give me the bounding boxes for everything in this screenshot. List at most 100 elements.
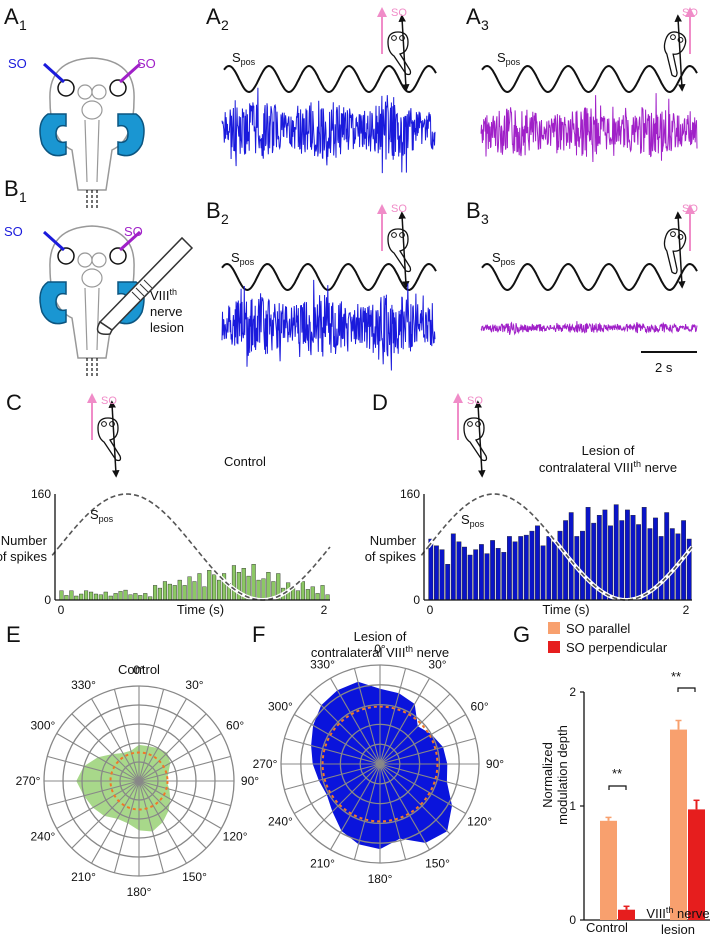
panel-letter-d: D [372,390,388,415]
polar-spoke [294,714,381,765]
orientation-icon-a2 [377,7,412,92]
tail-cut [86,358,98,378]
polar-spoke [138,780,231,807]
tadpole-icon-eye [101,421,107,427]
histogram-bar [428,538,434,601]
polar-angle-label: 150° [182,870,207,884]
histogram-bar [473,549,479,601]
significance-bracket-control [608,785,627,790]
stimulus-trace-a2 [223,64,437,94]
histogram-bar [456,541,462,601]
g-y-tick-label: 0 [569,913,576,927]
histogram-bar [207,570,212,601]
histogram-bar [197,573,202,601]
polar-angle-label: 90° [486,757,504,771]
lesion-label-line1: VIIIth [150,287,177,303]
polar-angle-label: 330° [310,657,335,671]
g-category-lesion-line1: VIIIth nerve [646,905,709,921]
histogram-bar [236,572,241,601]
y-tick-min: 0 [413,593,420,607]
histogram-bar [546,536,552,601]
g-ylabel-line1: Normalized [540,742,555,808]
so-label-right-b1: SO [124,224,143,239]
g-bar [670,729,687,920]
so-electrode-right [118,62,142,84]
histogram-bar [664,512,670,601]
inner-ear-left [39,113,67,157]
spos-curve-lead [420,546,429,556]
panel-letter-b3: B [466,198,481,223]
polar-spoke [284,737,381,765]
polar-angle-label: 30° [185,678,203,692]
histogram-title-c: Control [224,454,266,469]
polar-angle-label: 180° [368,872,393,886]
histogram-bar [557,530,563,601]
spos-label-b3: Spos [492,250,516,267]
panel-letter-f: F [252,622,265,647]
spos-label-b2: Spos [231,250,255,267]
polar-spoke [379,668,407,765]
histogram-bar [217,579,222,601]
tadpole-icon-eye [391,35,397,41]
so-label-b3: SO [682,203,698,215]
polar-angle-label: 300° [268,700,293,714]
panel-a1: A 1 SO SO [4,4,156,210]
so-label-left-a1: SO [8,56,27,71]
polar-mean-circle [321,705,439,823]
panel-letter-a1: A [4,4,19,29]
brain-lobe-right [91,252,107,268]
so-electrode-right [118,230,142,252]
y-tick-max: 160 [31,487,51,501]
legend-label-perpendicular: SO perpendicular [566,640,668,655]
tadpole-icon [97,417,122,462]
histogram-bar [439,549,445,601]
legend-swatch-parallel [548,622,560,634]
histogram-bar [266,572,271,601]
histogram-bar [64,595,69,601]
histogram-title-d-line1: Lesion of [582,443,635,458]
histogram-bar [535,525,540,601]
stimulus-trace-a3 [481,64,698,94]
lesion-label-line3: lesion [150,320,184,335]
histogram-bar [187,576,192,601]
panel-f: F Lesion of contralateral VIIIth nerve 0… [252,622,504,886]
spinal-cord [84,119,100,183]
polar-plot-e: 0°330°300°270°240°210°180°150°120°90°60°… [16,663,260,899]
polar-angle-label: 120° [223,830,248,844]
histogram-bar [315,593,320,601]
histogram-bar [128,594,133,601]
histogram-bar [167,583,172,601]
bar-chart-g: 012 [569,685,710,927]
motion-arrow [108,400,120,478]
polar-angle-label: 300° [30,719,55,733]
histogram-bar [192,581,197,601]
x-tick-max: 2 [321,603,328,617]
orientation-icon-b2 [377,204,412,289]
x-tick-max: 2 [683,603,690,617]
polar-angle-label: 30° [428,657,446,671]
histogram-bar [552,541,557,601]
histogram-bar [625,509,630,601]
histogram-bar [585,507,591,601]
histogram-bar [103,591,108,601]
histogram-bar [608,525,613,601]
g-y-tick-label: 1 [569,799,576,813]
polar-spoke [330,678,381,765]
polar-spoke [138,780,187,864]
brain-mid [81,268,103,288]
polar-angle-label: 270° [16,774,41,788]
polar-spoke [138,780,207,849]
polar-spoke [47,780,140,807]
polar-angle-label: 90° [241,774,259,788]
so-label-b2: SO [391,203,407,215]
panel-e: E Control 0°330°300°270°240°210°180°150°… [6,622,259,899]
histogram-bar [641,507,647,601]
panel-b3: B 3 SO Spos 2 s [466,198,698,375]
histogram-bar [118,591,123,601]
so-electrode-left [42,230,66,252]
polar-spoke [56,780,140,829]
polar-angle-label: 60° [226,719,244,733]
so-label-left-b1: SO [4,224,23,239]
